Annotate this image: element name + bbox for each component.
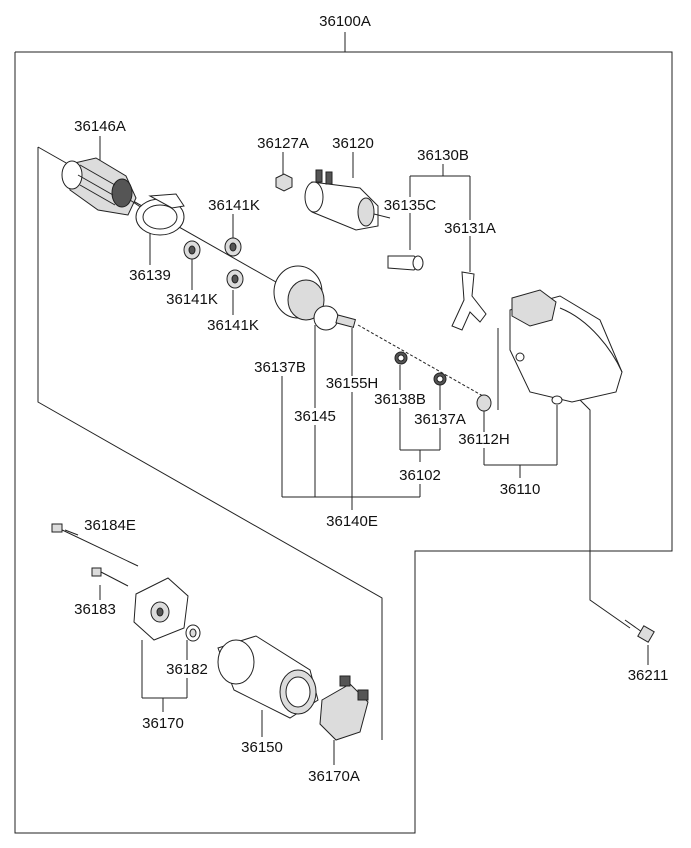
label-shaft: 36155H — [326, 375, 379, 392]
mount-bolt-part — [624, 619, 655, 643]
label-brush-holder: 36170A — [308, 768, 360, 785]
solenoid-nut-part — [275, 173, 293, 192]
callout-labels: 36100A 36146A 36127A 36120 36130B 36135C… — [74, 13, 668, 785]
solenoid-part — [304, 169, 391, 231]
label-yoke: 36150 — [241, 739, 283, 756]
screw-part — [91, 567, 129, 587]
housing-part — [509, 289, 623, 405]
label-mount-bolt: 36211 — [628, 667, 669, 684]
label-ring-set: 36102 — [399, 467, 441, 484]
label-lever: 36131A — [444, 220, 496, 237]
label-housing: 36110 — [500, 481, 541, 498]
bushing-part — [476, 394, 492, 412]
label-lever-pin: 36135C — [384, 197, 437, 214]
gear-a-part — [224, 237, 242, 257]
label-ring-b: 36138B — [374, 391, 426, 408]
label-ring-a: 36137A — [414, 411, 466, 428]
end-frame-part — [133, 577, 189, 641]
label-gear-a: 36141K — [208, 197, 260, 214]
brush-holder-part — [319, 675, 369, 741]
label-solenoid-nut: 36127A — [257, 135, 309, 152]
label-gear-b: 36141K — [166, 291, 218, 308]
leader-lines — [64, 136, 649, 765]
ring-b-part — [394, 351, 408, 365]
label-solenoid: 36120 — [332, 135, 374, 152]
label-gear-c: 36141K — [207, 317, 259, 334]
lever-pin-part — [387, 255, 424, 271]
label-brush-cover: 36139 — [129, 267, 171, 284]
end-cap-part — [185, 624, 201, 642]
yoke-part — [217, 635, 319, 719]
through-bolt-part — [51, 523, 139, 567]
label-assembly: 36100A — [319, 13, 371, 30]
label-screw: 36183 — [74, 601, 116, 618]
gear-b-part — [183, 240, 201, 260]
label-gear-group: 36145 — [294, 408, 336, 425]
label-bushing: 36112H — [458, 431, 509, 448]
label-armature: 36146A — [74, 118, 126, 135]
label-lever-set: 36130B — [417, 147, 469, 164]
ring-a-part — [433, 372, 447, 386]
lever-part — [451, 271, 487, 331]
label-clutch-set: 36140E — [326, 513, 378, 530]
gear-c-part — [226, 269, 244, 289]
label-clutch: 36137B — [254, 359, 306, 376]
label-through-bolt: 36184E — [84, 517, 136, 534]
brush-cover-part — [135, 193, 185, 236]
label-end-frame: 36170 — [142, 715, 184, 732]
label-end-cap: 36182 — [166, 661, 208, 678]
armature-part — [61, 157, 146, 216]
clutch-part — [273, 265, 356, 331]
